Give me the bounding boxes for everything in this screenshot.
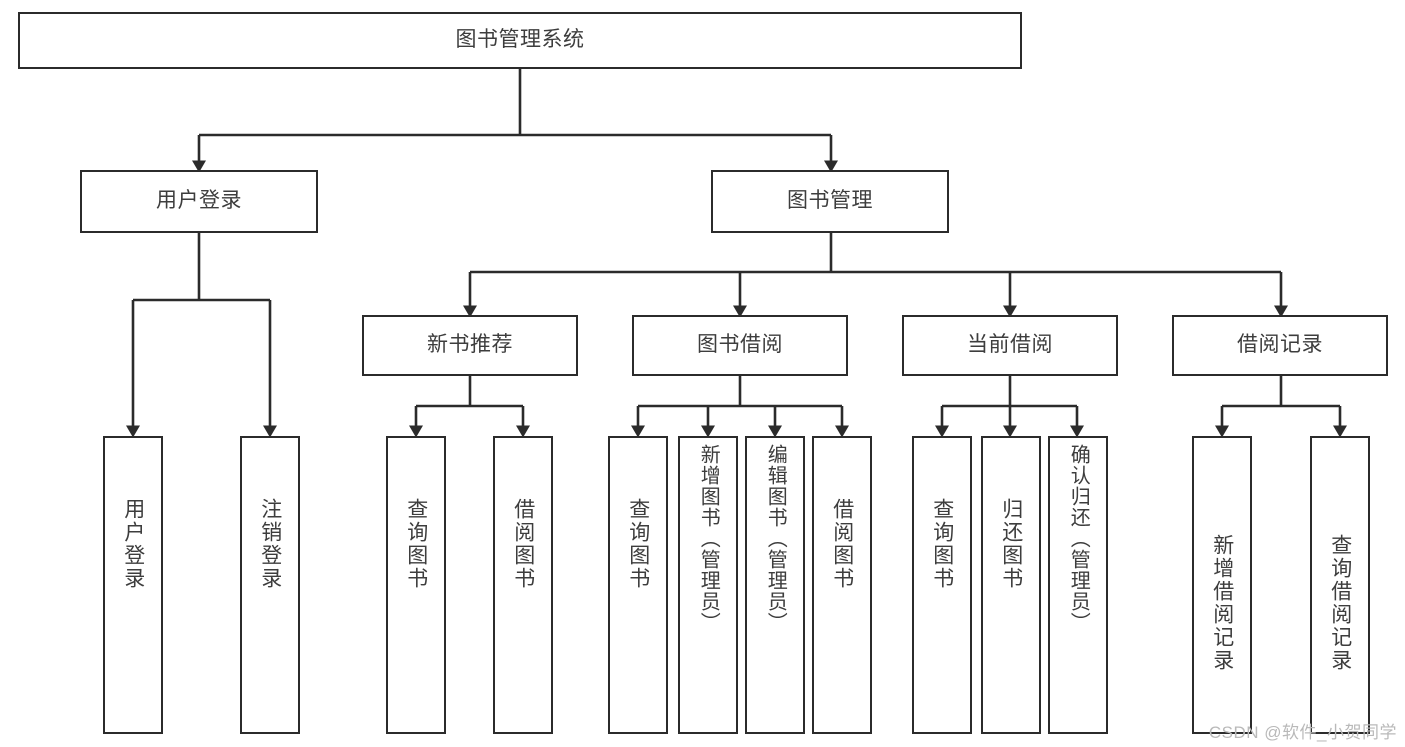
leaf-user-login[interactable]: 用户登录 [103,436,163,734]
leaf-query-book-borrow[interactable]: 查询图书 [608,436,668,734]
leaf-edit-book-admin[interactable]: 编辑图书（管理员） [745,436,805,734]
leaf-logout[interactable]: 注销登录 [240,436,300,734]
node-label: 查询借阅记录 [1328,534,1352,672]
csdn-watermark: CSDN @软件_小贺同学 [1208,723,1397,742]
node-label: 图书管理 [787,189,873,213]
node-label: 用户登录 [121,498,145,590]
node-book-management[interactable]: 图书管理 [711,170,949,233]
node-label: 用户登录 [156,189,242,213]
node-label: 借阅记录 [1237,333,1323,357]
leaf-borrow-book-recommend[interactable]: 借阅图书 [493,436,553,734]
node-label: 编辑图书（管理员） [764,444,787,633]
leaf-query-borrow-record[interactable]: 查询借阅记录 [1310,436,1370,734]
leaf-return-book[interactable]: 归还图书 [981,436,1041,734]
node-new-book-recommend[interactable]: 新书推荐 [362,315,578,376]
leaf-query-book-recommend[interactable]: 查询图书 [386,436,446,734]
node-current-borrow[interactable]: 当前借阅 [902,315,1118,376]
node-label: 借阅图书 [830,498,854,590]
node-label: 图书管理系统 [455,28,585,52]
node-label: 确认归还（管理员） [1067,444,1090,633]
node-label: 注销登录 [258,498,282,590]
node-user-login[interactable]: 用户登录 [80,170,318,233]
node-book-borrow[interactable]: 图书借阅 [632,315,848,376]
node-label: 查询图书 [626,498,650,590]
node-label: 新增借阅记录 [1210,534,1234,672]
node-label: 查询图书 [404,498,428,590]
node-label: 当前借阅 [967,333,1053,357]
node-root-system[interactable]: 图书管理系统 [18,12,1022,69]
node-label: 新书推荐 [427,333,513,357]
node-borrow-record[interactable]: 借阅记录 [1172,315,1388,376]
node-label: 借阅图书 [511,498,535,590]
leaf-confirm-return-admin[interactable]: 确认归还（管理员） [1048,436,1108,734]
leaf-query-book-current[interactable]: 查询图书 [912,436,972,734]
node-label: 新增图书（管理员） [697,444,720,633]
leaf-borrow-book[interactable]: 借阅图书 [812,436,872,734]
leaf-add-book-admin[interactable]: 新增图书（管理员） [678,436,738,734]
node-label: 图书借阅 [697,333,783,357]
node-label: 归还图书 [999,498,1023,590]
leaf-add-borrow-record[interactable]: 新增借阅记录 [1192,436,1252,734]
node-label: 查询图书 [930,498,954,590]
